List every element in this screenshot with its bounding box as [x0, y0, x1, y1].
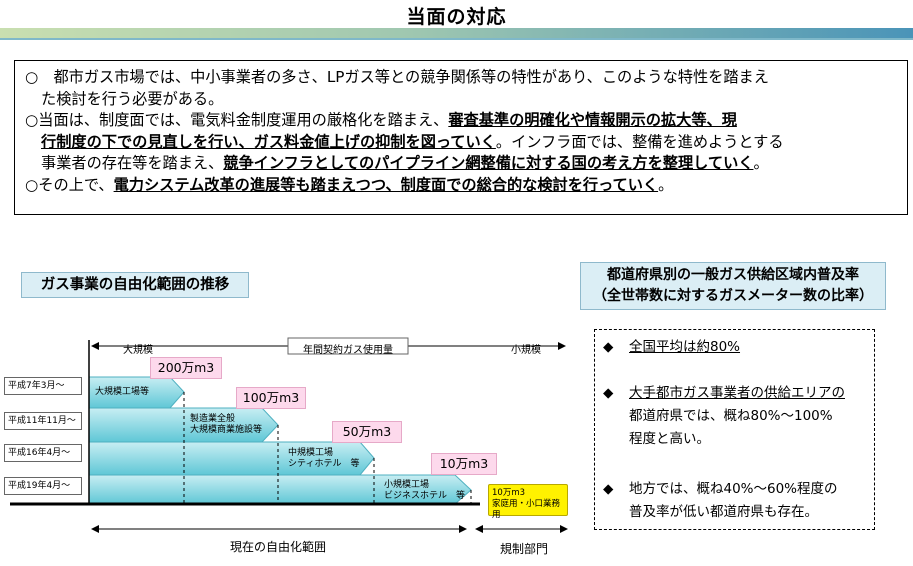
summary-p1-line1: ○ 都市ガス市場では、中小事業者の多さ、LPガス等との競争関係等の特性があり、こ… — [25, 68, 769, 86]
bar-label-4a: 小規模工場 — [384, 480, 430, 490]
scale-large: 大規模 — [123, 345, 153, 356]
bullet-major-line3: 程度と高い。 — [629, 431, 710, 447]
summary-p1-line2: た検討を行う必要がある。 — [41, 89, 224, 108]
summary-box: ○ 都市ガス市場では、中小事業者の多さ、LPガス等との競争関係等の特性があり、こ… — [14, 60, 908, 215]
bar-label-2b: 大規模商業施設等 — [190, 425, 263, 435]
summary-p2-g: 。 — [753, 154, 769, 172]
era-1999: 平成11年11月～ — [4, 412, 82, 430]
diamond-icon: ◆ — [603, 385, 614, 401]
volume-10: 10万m3 — [431, 453, 497, 475]
summary-p2-f: 競争インフラとしてのパイプライン網整備に対する国の考え方を整理していく — [223, 154, 754, 172]
bullet-regional-line1: 地方では、概ね40%～60%程度の — [629, 481, 838, 497]
era-2004: 平成16年4月～ — [4, 444, 82, 462]
bullet-regional-text: 地方では、概ね40%～60%程度の 普及率が低い都道府県も存在。 — [629, 478, 869, 524]
bar-label-2a: 製造業全般 — [190, 414, 236, 424]
summary-paragraph-3: ○その上で、電力システム改革の進展等も踏まえつつ、制度面での総合的な検討を行って… — [25, 175, 897, 197]
page-title: 当面の対応 — [406, 6, 507, 28]
summary-paragraph-2: ○当面は、制度面では、電気料金制度運用の厳格化を踏まえ、審査基準の明確化や情報開… — [25, 110, 897, 175]
regulated-box: 10万m3 家庭用・小口業務用 — [488, 484, 568, 520]
bullet-major-line1: 大手都市ガス事業者の供給エリアの — [629, 385, 845, 401]
diamond-icon: ◆ — [603, 339, 614, 355]
summary-paragraph-1: ○ 都市ガス市場では、中小事業者の多さ、LPガス等との競争関係等の特性があり、こ… — [25, 67, 897, 110]
volume-100: 100万m3 — [236, 387, 306, 409]
scale-small: 小規模 — [511, 345, 541, 356]
bar-label-3b: シティホテル 等 — [288, 459, 360, 469]
bullet-major-text: 大手都市ガス事業者の供給エリアの 都道府県では、概ね80%～100% 程度と高い… — [629, 382, 869, 451]
summary-p2-b: 審査基準の明確化や情報開示の拡大等、現 — [448, 111, 737, 129]
summary-p3-c: 。 — [658, 175, 674, 194]
bar-label-1: 大規模工場等 — [95, 387, 150, 397]
diamond-icon: ◆ — [603, 481, 614, 497]
regulated-label: 規制部門 — [500, 542, 549, 556]
bar-label-4b: ビジネスホテル 等 — [384, 491, 466, 501]
volume-50: 50万m3 — [332, 421, 402, 443]
bullet-national-text: 全国平均は約80% — [629, 339, 741, 355]
penetration-title-line1: 都道府県別の一般ガス供給区域内普及率 — [607, 267, 859, 283]
era-2007: 平成19年4月～ — [4, 477, 82, 495]
penetration-title: 都道府県別の一般ガス供給区域内普及率 （全世帯数に対するガスメーター数の比率） — [580, 262, 886, 310]
liberalization-title: ガス事業の自由化範囲の推移 — [21, 272, 249, 298]
scale-axis: 年間契約ガス使用量 — [303, 345, 393, 356]
era-1995: 平成7年3月～ — [4, 377, 82, 395]
summary-p2-a: ○当面は、制度面では、電気料金制度運用の厳格化を踏まえ、 — [25, 111, 449, 129]
penetration-title-line2: （全世帯数に対するガスメーター数の比率） — [593, 288, 873, 304]
summary-p2-d: 。インフラ面では、整備を進めようとする — [495, 132, 784, 151]
regulated-box-line1: 10万m3 — [492, 488, 526, 498]
scale-axis-box — [287, 337, 409, 355]
summary-p2-c: 行制度の下での見直しを行い、ガス料金値上げの抑制を図っていく — [41, 132, 496, 151]
bullet-regional-line2: 普及率が低い都道府県も存在。 — [629, 504, 818, 520]
regulated-box-line2: 家庭用・小口業務用 — [492, 499, 561, 520]
summary-p3-b: 電力システム改革の進展等も踏まえつつ、制度面での総合的な検討を行っていく — [113, 175, 659, 194]
title-divider — [0, 38, 913, 40]
volume-200: 200万m3 — [150, 357, 222, 379]
liberalization-diagram — [10, 337, 568, 533]
bullet-major-line2: 都道府県では、概ね80%～100% — [629, 408, 833, 424]
penetration-box: ◆ 全国平均は約80% ◆ 大手都市ガス事業者の供給エリアの 都道府県では、概ね… — [594, 329, 875, 530]
bar-label-3a: 中規模工場 — [288, 448, 334, 458]
summary-p3-a: ○その上で、 — [25, 175, 114, 194]
summary-p2-e: 事業者の存在等を踏まえ、 — [41, 154, 224, 172]
current-range-label: 現在の自由化範囲 — [230, 540, 327, 554]
title-gradient-bar — [0, 28, 913, 38]
